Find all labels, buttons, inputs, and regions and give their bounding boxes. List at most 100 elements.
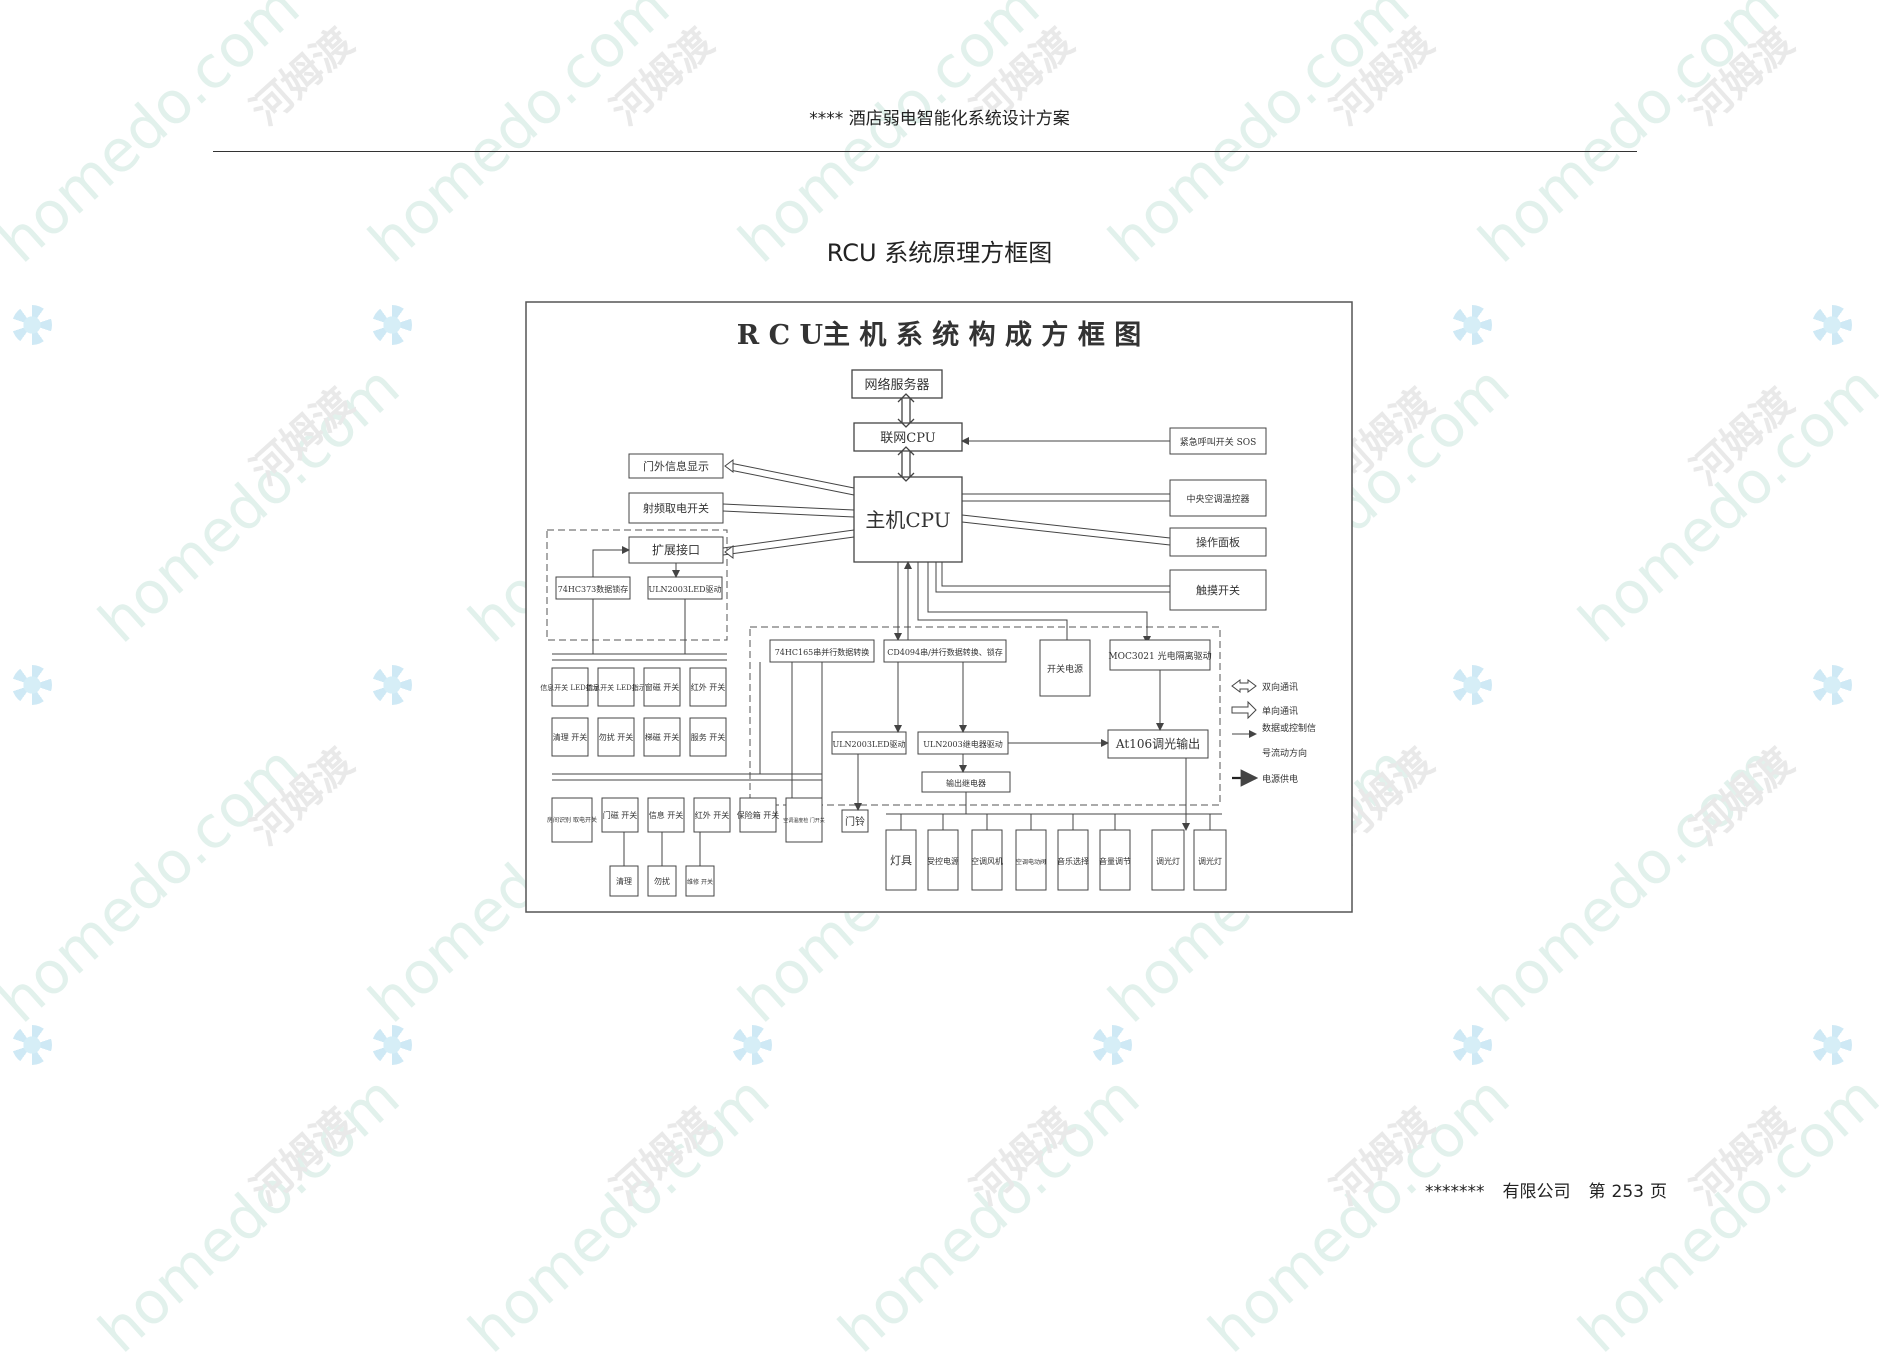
at106-block: [1107, 729, 1209, 759]
footer-company: 有限公司: [1502, 1182, 1571, 1202]
flower-icon: [1452, 305, 1492, 345]
legend-one-way: 单向通讯: [1262, 705, 1298, 717]
uln-relay-label: ULN2003继电器驱动: [923, 739, 1002, 749]
page-header: **** 酒店弱电智能化系统设计方案: [809, 109, 1070, 129]
output-load-label: 调光灯: [1198, 856, 1222, 866]
output-load-block: [1057, 829, 1089, 891]
network-cpu-label: 联网CPU: [880, 431, 935, 446]
footer-page-number: 253: [1611, 1182, 1644, 1202]
bottom-tiny-label: 维修 开关: [687, 878, 713, 886]
footer-page-prefix: 第: [1588, 1182, 1606, 1202]
output-load-label: 空调风机: [971, 856, 1003, 866]
main-cpu-block: [853, 476, 963, 563]
op-panel-label: 操作面板: [1196, 535, 1240, 549]
bottom-input-block: [785, 797, 823, 843]
emergency-block: [1169, 427, 1267, 455]
uln-led1-label: ULN2003LED驱动: [649, 584, 722, 594]
bidirectional-arrow-icon: [897, 393, 915, 428]
emergency-label: 紧急呼叫开关 SOS: [1180, 436, 1257, 448]
flower-icon: [1812, 665, 1852, 705]
watermark-brand: 河姆渡: [1682, 739, 1803, 855]
panel-input-block: [689, 667, 727, 707]
output-load-label: 音乐选择: [1057, 856, 1089, 866]
figure-caption: RCU 系统原理方框图: [826, 239, 1053, 267]
connector-line: [917, 562, 1068, 643]
moc3021-label: MOC3021 光电隔离驱动: [1108, 650, 1211, 662]
bottom-input-block: [601, 797, 639, 833]
driver-group: [749, 626, 1221, 806]
bottom-input-label: 信息 开关: [649, 810, 684, 820]
bottom-tiny-block: [647, 865, 677, 897]
watermark-brand: 河姆渡: [242, 379, 363, 495]
arrow-head-icon: [724, 545, 734, 559]
bottom-input-block: [647, 797, 685, 833]
watermark-text: homedo.com: [1465, 732, 1793, 1036]
flower-icon: [372, 665, 412, 705]
watermark-brand: 河姆渡: [242, 739, 363, 855]
output-load-block: [1151, 829, 1185, 891]
panel-input-block: [551, 717, 589, 757]
flower-icon: [1812, 305, 1852, 345]
watermark-brand: 河姆渡: [602, 1099, 723, 1215]
expansion-group: [546, 529, 728, 641]
watermark-text: homedo.com: [1565, 352, 1879, 656]
panel-input-label: 信息开关 LED指示: [540, 683, 600, 692]
watermark-brand: 河姆渡: [1682, 1099, 1803, 1215]
footer-stars: *******: [1425, 1182, 1485, 1202]
panel-input-label: 信息开关 LED指示: [586, 683, 646, 692]
bottom-input-block: [693, 797, 731, 833]
watermark-text: homedo.com: [825, 1062, 1153, 1366]
legend-power: 电源供电: [1262, 773, 1298, 785]
watermark-text: homedo.com: [1195, 1062, 1523, 1366]
comm-arrow: [961, 514, 1171, 546]
switch-power-block: [1039, 639, 1091, 697]
switch-power-label: 开关电源: [1047, 663, 1083, 675]
two-way-arrow-icon: [1231, 679, 1257, 693]
central-ac-label: 中央空调温控器: [1186, 493, 1249, 505]
output-load-label: 音量调节: [1099, 856, 1131, 866]
cd4094-label: CD4094串/并行数据转换、锁存: [887, 647, 1003, 657]
flower-icon: [1452, 1025, 1492, 1065]
output-relay-label: 输出继电器: [946, 778, 986, 788]
output-load-label: 调光灯: [1156, 856, 1180, 866]
panel-input-label: 窗磁 开关: [645, 682, 680, 692]
network-server-label: 网络服务器: [864, 377, 929, 393]
footer-page-suffix: 页: [1649, 1182, 1667, 1202]
panel-input-label: 梯磁 开关: [645, 732, 680, 742]
watermark-text: homedo.com: [0, 732, 313, 1036]
at106-label: At106调光输出: [1115, 736, 1200, 751]
bottom-input-label: 红外 开关: [695, 810, 730, 820]
bottom-tiny-block: [685, 865, 715, 897]
flower-icon: [12, 1025, 52, 1065]
panel-input-label: 红外 开关: [691, 682, 726, 692]
legend-control-1: 数据或控制信: [1262, 722, 1316, 734]
panel-input-label: 清理 开关: [553, 732, 588, 742]
touch-switch-label: 触摸开关: [1196, 583, 1240, 597]
output-load-block: [1015, 829, 1047, 891]
one-way-arrow-icon: [1231, 700, 1257, 720]
arrow-head-icon: [724, 459, 734, 473]
comm-arrow: [722, 503, 855, 518]
panel-input-label: 服务 开关: [691, 732, 726, 742]
rf-switch-label: 射频取电开关: [643, 501, 709, 515]
watermark-text: homedo.com: [455, 1062, 783, 1366]
flower-icon: [12, 305, 52, 345]
network-server-block: [851, 369, 943, 399]
uln-led2-label: ULN2003LED驱动: [833, 739, 906, 749]
flower-icon: [1452, 665, 1492, 705]
flower-icon: [732, 1025, 772, 1065]
header-divider: [213, 151, 1637, 152]
bottom-input-label: 房间识别 取电开关: [547, 816, 597, 824]
connector-line: [927, 562, 1151, 644]
expand-port-block: [628, 536, 724, 564]
touch-switch-block: [1169, 569, 1267, 611]
comm-arrow: [722, 529, 855, 556]
expand-port-label: 扩展接口: [652, 542, 700, 557]
watermark-brand: 河姆渡: [242, 1099, 363, 1215]
watermark-text: homedo.com: [85, 1062, 413, 1366]
output-load-block: [1193, 829, 1227, 891]
flower-icon: [372, 1025, 412, 1065]
output-load-label: 灯具: [890, 854, 912, 867]
bottom-tiny-label: 清理: [616, 876, 632, 886]
